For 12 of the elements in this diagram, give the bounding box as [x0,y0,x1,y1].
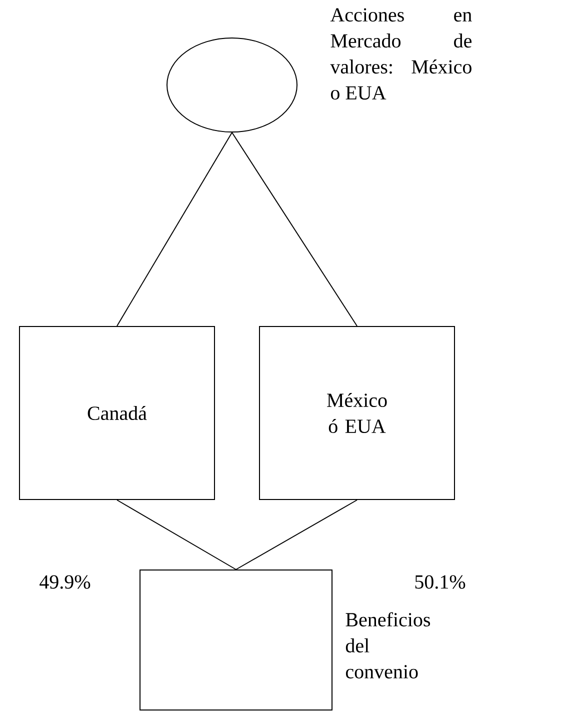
process-box: Canadá [19,326,215,500]
node-caption: Beneficios del convenio [346,612,430,678]
ellipse-node [166,38,298,132]
edge-label: 49.9% [40,575,90,589]
connector-line [116,500,236,570]
edge-label: 50.1% [415,575,466,589]
connector-line [236,500,358,570]
empty-box [140,570,332,710]
connector-line [232,132,358,326]
node-caption: Acciones en Mercado de valores: México o EUA [330,8,472,100]
connector-line [116,132,232,326]
process-box: México ó EUA [259,326,455,500]
